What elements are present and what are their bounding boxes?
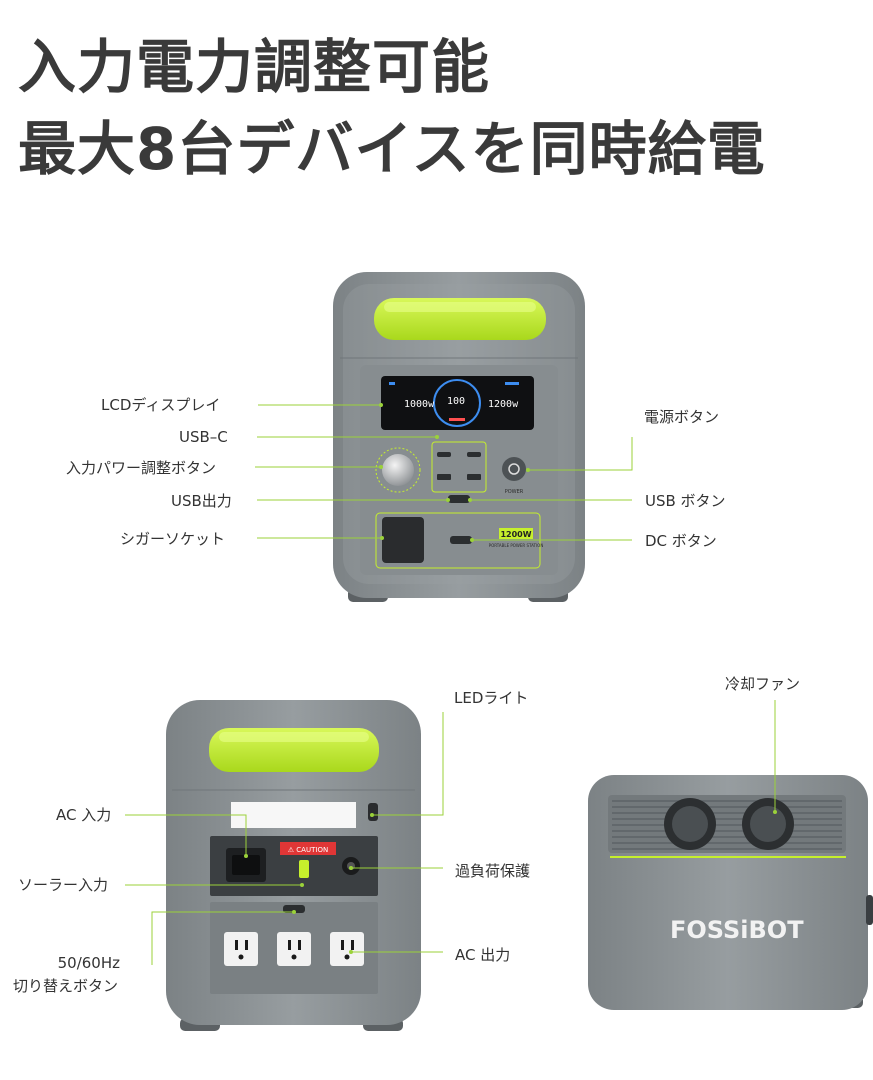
cooling-vent (608, 795, 846, 853)
power-button[interactable] (502, 457, 526, 481)
front-leader-lines (255, 404, 633, 541)
label-usb-c: USB–C (179, 428, 228, 446)
headline-line2: 最大8台デバイスを同時給電 (18, 115, 766, 183)
label-dc-button: DC ボタン (645, 532, 717, 550)
capacity-badge: 1200W (500, 530, 531, 539)
label-freq-switch-line1: 50/60Hz (57, 954, 120, 972)
lcd-center-value: 100 (447, 396, 465, 407)
led-switch[interactable] (368, 803, 378, 821)
label-usb-button: USB ボタン (645, 492, 726, 510)
usb-c-port (437, 452, 451, 457)
usb-a-port (437, 474, 451, 480)
caution-text: ⚠ CAUTION (288, 846, 328, 854)
front-unit: 1000w 100 1200w POWER 1200W PORTABLE POW… (333, 272, 585, 602)
label-input-power-dial: 入力パワー調整ボタン (66, 459, 217, 477)
portable-caption: PORTABLE POWER STATION (489, 543, 544, 548)
label-overload-protection: 過負荷保護 (455, 862, 531, 880)
label-lcd-display: LCDディスプレイ (101, 396, 221, 414)
lcd-display (381, 376, 534, 430)
ac-outlet (277, 932, 311, 966)
usb-button[interactable] (448, 495, 470, 503)
headline-line1: 入力電力調整可能 (18, 33, 491, 101)
brand-logo: FOSSiBOT (670, 916, 804, 944)
dial-ring (375, 447, 421, 493)
label-area (231, 802, 356, 828)
label-led-light: LEDライト (454, 689, 529, 707)
ac-outlet (224, 932, 258, 966)
label-ac-input: AC 入力 (56, 806, 112, 824)
back-unit: ⚠ CAUTION (166, 700, 421, 1031)
usb-c-port (467, 452, 481, 457)
lcd-left-value: 1000w (404, 399, 435, 410)
dc-button[interactable] (450, 536, 472, 544)
label-usb-output: USB出力 (171, 492, 232, 510)
label-cigar-socket: シガーソケット (120, 530, 226, 548)
input-power-dial[interactable] (382, 454, 414, 486)
back-leader-lines (125, 712, 444, 965)
label-power-button: 電源ボタン (644, 408, 720, 426)
label-cooling-fan: 冷却ファン (725, 675, 801, 693)
cigar-socket (382, 517, 424, 563)
lcd-right-value: 1200w (488, 399, 519, 410)
freq-switch[interactable] (283, 905, 305, 913)
usb-a-port (467, 474, 481, 480)
caution-label (280, 842, 336, 855)
ac-outlet (330, 932, 364, 966)
label-freq-switch-line2: 切り替えボタン (12, 977, 118, 995)
side-unit: FOSSiBOT (588, 775, 873, 1010)
label-solar-input: ソーラー入力 (18, 876, 109, 894)
label-ac-output: AC 出力 (455, 946, 511, 964)
power-button-caption: POWER (505, 489, 524, 495)
solar-input-port (299, 860, 309, 878)
